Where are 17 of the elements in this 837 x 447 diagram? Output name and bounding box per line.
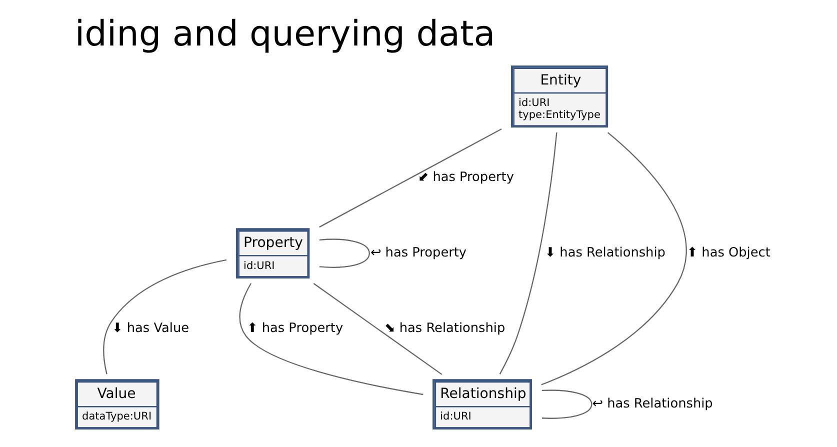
edge-label: ⬆ has Object (686, 246, 770, 261)
edge-label: ⬆ has Property (246, 321, 344, 336)
edge-label: ⬇ has Value (112, 321, 190, 336)
edge-label: ↩ has Relationship (592, 396, 713, 412)
edge-label: ↩ has Property (370, 246, 467, 261)
connector (541, 132, 687, 386)
edge-label: ⬊ has Relationship (384, 321, 506, 336)
connector (319, 238, 370, 268)
edge-label: ⬇ has Relationship (544, 246, 666, 261)
connector (319, 128, 502, 228)
connector (103, 259, 227, 374)
connector (313, 283, 442, 375)
edge-label: ⬋ has Property (418, 170, 514, 186)
connector (542, 390, 592, 419)
diagram-title: iding and querying data (74, 14, 496, 55)
connector (239, 283, 424, 396)
connector (499, 132, 558, 374)
